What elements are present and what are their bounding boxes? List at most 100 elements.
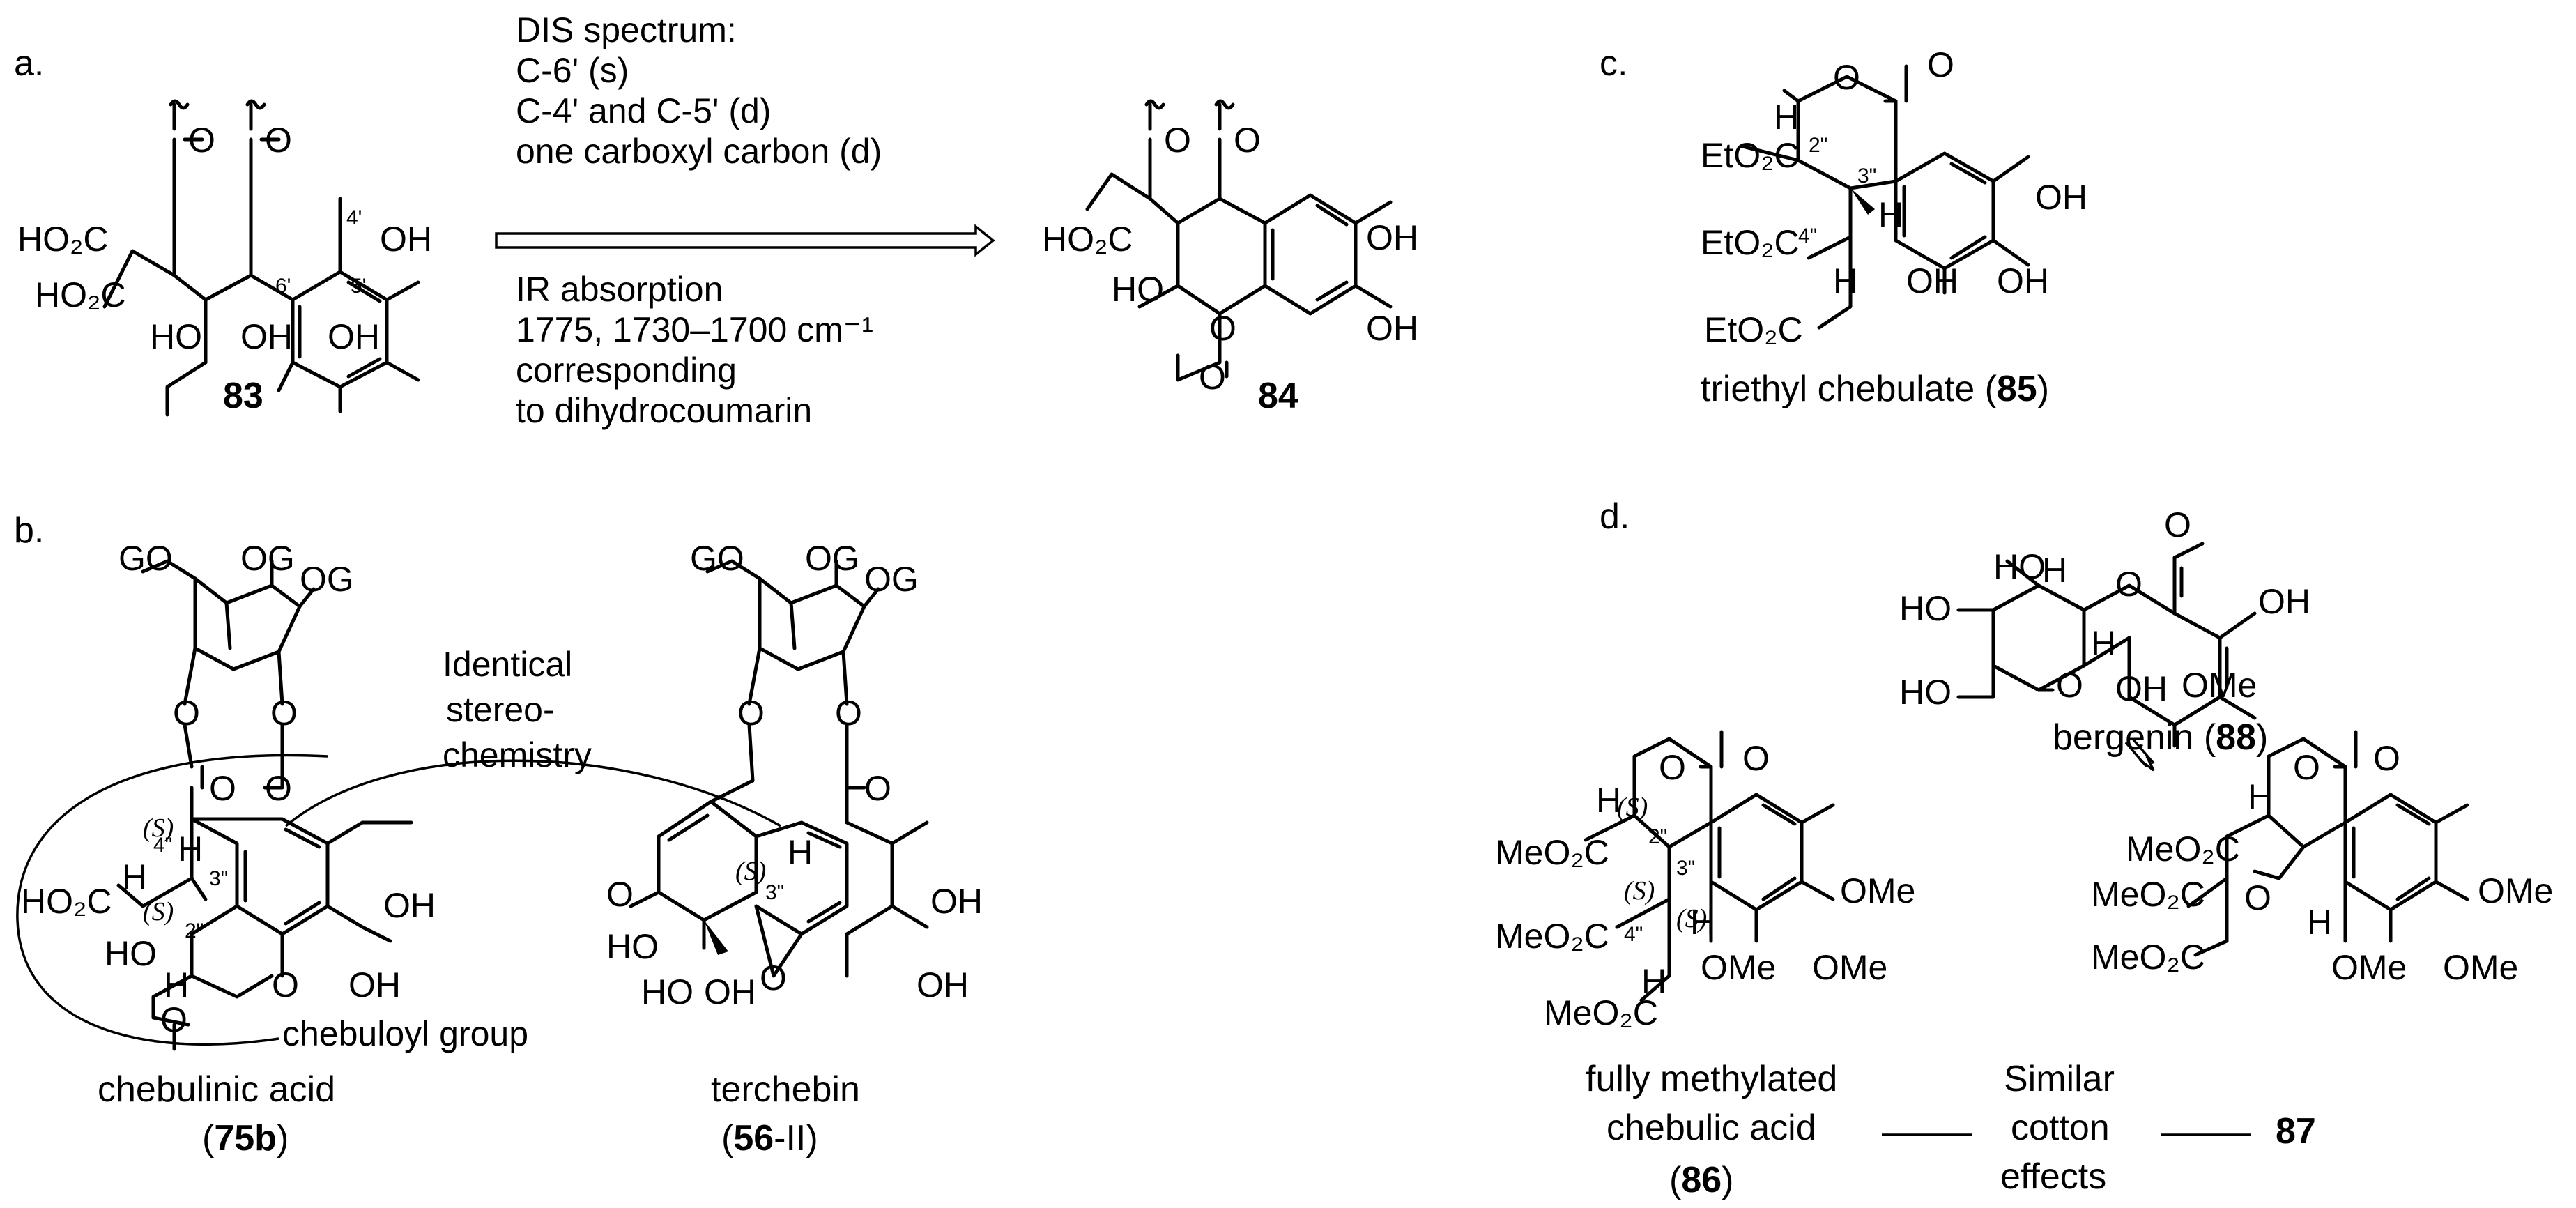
dis-line-2: C-4' and C-5' (d) [516, 91, 771, 130]
atom-meo2c: MeO₂C [1495, 833, 1609, 872]
atom-ho2c: HO₂C [1042, 220, 1133, 259]
atom-h: H [1596, 781, 1621, 820]
atom-o: O [270, 694, 298, 733]
locant-3pp: 3" [765, 881, 784, 904]
dis-line-3: one carboxyl carbon (d) [516, 132, 882, 171]
atom-ho: HO [105, 934, 157, 973]
atom-h: H [178, 829, 203, 869]
atom-o: O [1164, 121, 1191, 160]
atom-ho2c: HO₂C [17, 220, 109, 259]
locant-3pp: 3" [1676, 857, 1695, 880]
atom-o: O [265, 769, 292, 808]
ir-line-2: 1775, 1730–1700 cm⁻¹ [516, 310, 873, 349]
atom-ho: HO [1993, 547, 2046, 586]
similar-line-3: effects [2000, 1156, 2106, 1197]
atom-oh: OH [328, 317, 380, 356]
stereo-s: (S) [1676, 904, 1707, 933]
atom-oh: OH [2258, 582, 2310, 621]
caption-85: triethyl chebulate (85) [1701, 369, 2049, 409]
atom-o: O [1927, 45, 1954, 84]
panel-d-letter: d. [1600, 496, 1630, 537]
atom-oh: OH [1366, 218, 1418, 257]
atom-o: O [737, 694, 765, 733]
compound-label-84: 84 [1258, 376, 1298, 416]
terchebin-structure [629, 559, 929, 978]
atom-h: H [788, 833, 813, 872]
atom-o: O [2244, 878, 2271, 917]
compound-label-83: 83 [223, 376, 263, 416]
ir-line-1: IR absorption [516, 270, 723, 309]
similar-line-2: cotton [2011, 1108, 2110, 1148]
locant-2pp: 2" [1809, 134, 1827, 157]
stereo-s: (S) [735, 857, 766, 886]
atom-o: O [272, 965, 299, 1004]
atom-go: GO [118, 539, 173, 578]
atom-ho2c: HO₂C [35, 275, 126, 314]
atom-o: O [2293, 748, 2320, 787]
atom-oh: OH [383, 886, 436, 925]
atom-meo2c: MeO₂C [2091, 938, 2205, 977]
similar-line-1: Similar [2004, 1059, 2115, 1099]
atom-h: H [2042, 551, 2067, 590]
stereo-s: (S) [143, 897, 174, 926]
panel-b-letter: b. [14, 510, 44, 551]
ir-line-3: corresponding [516, 351, 737, 390]
atom-ome: OMe [1840, 871, 1915, 910]
atom-etO2c: EtO₂C [1704, 310, 1803, 349]
locant-5prime: 5' [351, 275, 366, 298]
atom-oh: OH [348, 965, 401, 1004]
atom-h: H [2307, 903, 2332, 942]
atom-o: O [2115, 565, 2142, 604]
compound-86-structure [1584, 730, 1835, 1002]
atom-oh: OH [930, 882, 983, 921]
atom-h: H [1774, 98, 1799, 137]
dis-line-1: C-6' (s) [516, 51, 629, 90]
atom-oh: OH [1997, 261, 2049, 300]
identical-line-1: Identical [443, 645, 572, 684]
atom-h: H [1690, 903, 1715, 942]
atom-oh: OH [917, 965, 969, 1004]
atom-meo2c: MeO₂C [2091, 875, 2205, 914]
atom-go: GO [690, 539, 744, 578]
atom-h: H [164, 965, 189, 1004]
atom-og: OG [240, 539, 295, 578]
terchebin-label: terchebin [711, 1069, 860, 1110]
panel-a-letter: a. [14, 43, 44, 84]
stereo-wedge [704, 920, 728, 955]
atom-o: O [2373, 739, 2400, 778]
atom-ho: HO [150, 317, 202, 356]
atom-o: O [188, 121, 215, 160]
reaction-arrow [495, 224, 995, 257]
atom-o: O [1833, 58, 1860, 97]
locant-3pp: 3" [1857, 165, 1876, 188]
atom-h: H [2248, 777, 2273, 816]
compound-label-87: 87 [2276, 1111, 2316, 1152]
atom-og: OG [864, 560, 919, 599]
identical-line-2: stereo- [446, 690, 555, 729]
locant-3pp: 3" [209, 867, 228, 890]
atom-etO2c: EtO₂C [1701, 136, 1800, 175]
locant-2pp: 2" [185, 919, 204, 942]
atom-ome: OMe [2478, 871, 2553, 910]
atom-h: H [122, 857, 147, 896]
atom-h: H [1833, 261, 1858, 300]
atom-o: O [835, 694, 862, 733]
stereo-wedge [1850, 188, 1875, 215]
atom-o: O [606, 875, 634, 914]
ir-line-4: to dihydrocoumarin [516, 391, 812, 430]
atom-o: O [1234, 121, 1261, 160]
identical-stereo-arc [284, 759, 781, 827]
chebulinic-id-label: (75b) [202, 1118, 289, 1159]
double-arrow [2124, 737, 2155, 772]
atom-ho: HO [606, 927, 659, 966]
stereo-s: (S) [1617, 793, 1648, 822]
atom-ome: OMe [2443, 948, 2518, 987]
stereo-s: (S) [1624, 876, 1655, 905]
chebuloyl-label: chebuloyl group [282, 1014, 528, 1053]
bergenin-structure [1956, 542, 2257, 748]
caption-88: bergenin (88) [2053, 717, 2268, 758]
methylated-line-2: chebulic acid [1607, 1108, 1816, 1148]
locant-4prime: 4' [346, 206, 362, 229]
atom-o: O [2056, 666, 2083, 705]
